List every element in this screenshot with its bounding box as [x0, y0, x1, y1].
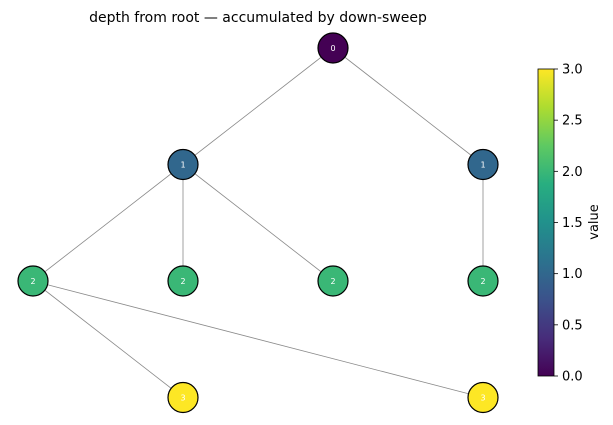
colorbar-tick-label-0.0: 0.0 — [562, 370, 583, 385]
colorbar-ticks: 0.0 0.5 1.0 1.5 2.0 2.5 3.0 — [554, 63, 583, 385]
colorbar-tick-label-2.5: 2.5 — [562, 114, 583, 129]
node-label-n5: 2 — [330, 277, 335, 286]
edge-n3-n8 — [32, 280, 484, 398]
colorbar-tick-label-0.5: 0.5 — [562, 318, 583, 333]
chart-title: depth from root — accumulated by down-sw… — [89, 10, 427, 26]
edge-layer — [32, 47, 484, 398]
edge-n3-n7 — [32, 280, 184, 398]
edge-n1-n5 — [182, 164, 334, 282]
node-label-n8: 3 — [480, 394, 485, 403]
node-label-n4: 2 — [180, 277, 185, 286]
node-n2 — [467, 148, 499, 181]
node-label-n3: 2 — [30, 277, 35, 286]
node-layer: 0 1 1 2 2 2 2 3 3 — [17, 32, 499, 414]
colorbar-tick-label-1.0: 1.0 — [562, 267, 583, 282]
colorbar-tick-label-2.0: 2.0 — [562, 165, 583, 180]
node-label-n1: 1 — [180, 161, 185, 170]
node-n1 — [167, 148, 199, 181]
node-label-n6: 2 — [480, 277, 485, 286]
node-n4 — [167, 265, 199, 297]
node-n7 — [167, 381, 199, 414]
node-n0 — [317, 32, 349, 64]
node-n6 — [467, 265, 499, 297]
edge-n1-n3 — [32, 164, 184, 282]
node-label-n2: 1 — [480, 161, 485, 170]
edge-n0-n1 — [182, 47, 334, 165]
colorbar-gradient — [537, 68, 555, 377]
colorbar-tick-label-1.5: 1.5 — [562, 216, 583, 231]
node-label-n7: 3 — [180, 394, 185, 403]
node-n3 — [17, 265, 49, 297]
colorbar: 0.0 0.5 1.0 1.5 2.0 2.5 3.0 value — [537, 63, 602, 385]
node-n5 — [317, 265, 349, 297]
edge-n0-n2 — [332, 47, 484, 165]
colorbar-tick-label-3.0: 3.0 — [562, 63, 583, 78]
node-label-n0: 0 — [330, 44, 335, 53]
node-n8 — [467, 381, 499, 414]
colorbar-label: value — [587, 204, 602, 240]
